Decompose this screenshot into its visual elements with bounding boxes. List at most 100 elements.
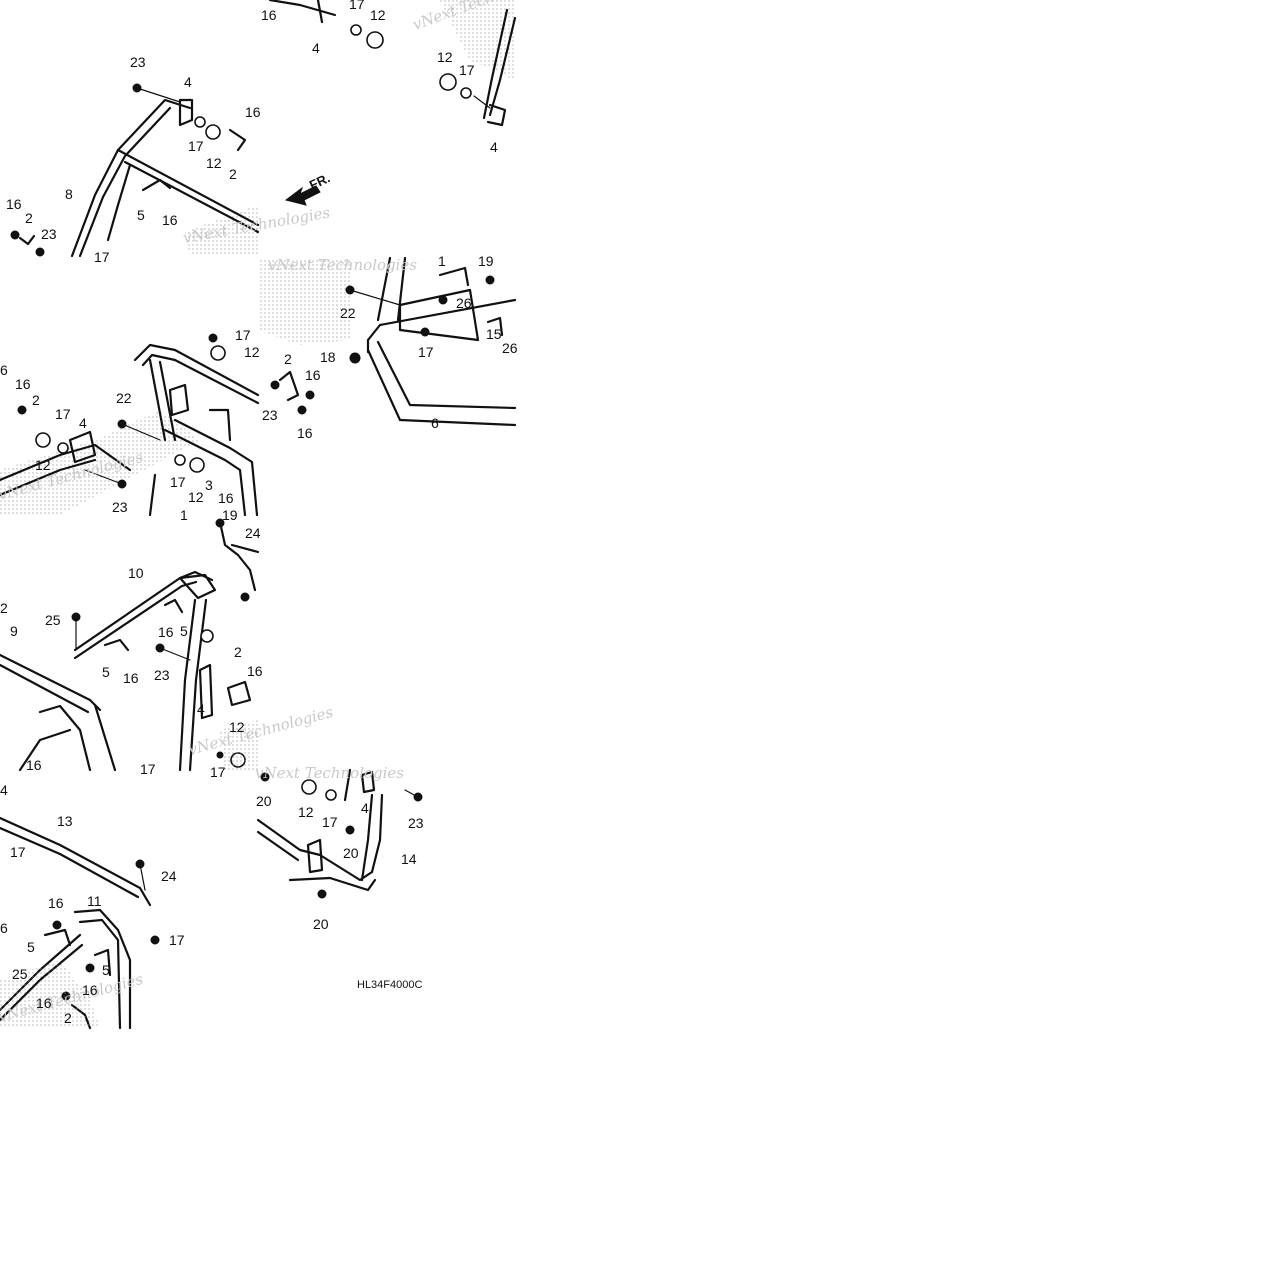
callout: 16 xyxy=(26,757,42,773)
callout: 9 xyxy=(10,623,18,639)
callout: 4 xyxy=(197,701,205,717)
callout: 20 xyxy=(256,793,272,809)
tile-middle-left: vNext Technologies 17 12 6 16 2 17 4 22 … xyxy=(0,327,260,523)
watermark-tile4: vNext Technologies xyxy=(186,703,335,759)
callouts-tile-2: 1 19 22 26 15 17 26 18 2 16 23 16 6 xyxy=(262,253,518,441)
callout: 16 xyxy=(245,104,261,120)
callout: 24 xyxy=(245,525,261,541)
callout: 16 xyxy=(15,376,31,392)
callout: 16 xyxy=(123,670,139,686)
callout: 17 xyxy=(235,327,251,343)
callout: 4 xyxy=(79,415,87,431)
callout: 2 xyxy=(0,600,8,616)
callout: 12 xyxy=(35,457,51,473)
callout: 4 xyxy=(312,40,320,56)
callout: 2 xyxy=(229,166,237,182)
diagram-code: HL34F4000C xyxy=(357,979,422,991)
tile-bottom-right: vNext Technologies 20 12 17 4 23 20 14 2… xyxy=(255,764,424,991)
callout: 6 xyxy=(431,415,439,431)
callouts-tile-6: 20 12 17 4 23 20 14 20 xyxy=(256,793,424,932)
callout: 14 xyxy=(401,851,417,867)
callout: 25 xyxy=(45,612,61,628)
callouts-tile-5: 4 13 17 24 17 16 11 6 5 25 16 16 2 5 xyxy=(0,782,185,1026)
callout: 8 xyxy=(65,186,73,202)
callout: 26 xyxy=(456,295,472,311)
callout: 12 xyxy=(370,7,386,23)
callout: 16 xyxy=(158,624,174,640)
callout: 5 xyxy=(27,939,35,955)
callout: 12 xyxy=(437,49,453,65)
callout: 4 xyxy=(184,74,192,90)
callout: 17 xyxy=(322,814,338,830)
callout: 13 xyxy=(57,813,73,829)
callout: 23 xyxy=(130,54,146,70)
callout: 12 xyxy=(298,804,314,820)
callout: 24 xyxy=(161,868,177,884)
callout: 6 xyxy=(0,362,8,378)
callout: 18 xyxy=(320,349,336,365)
callout: 2 xyxy=(32,392,40,408)
callout: 19 xyxy=(222,507,238,523)
callout: 17 xyxy=(55,406,71,422)
callout: 17 xyxy=(188,138,204,154)
callout: 2 xyxy=(25,210,33,226)
callout: 23 xyxy=(262,407,278,423)
callout: 22 xyxy=(116,390,132,406)
callout: 17 xyxy=(10,844,26,860)
callout: 5 xyxy=(102,664,110,680)
callouts-tile-4: 24 10 2 25 16 5 9 5 16 23 2 16 4 12 16 1… xyxy=(0,525,263,780)
callout: 17 xyxy=(418,344,434,360)
callout: 16 xyxy=(48,895,64,911)
direction-label: FR. xyxy=(307,170,332,192)
callout: 16 xyxy=(82,982,98,998)
callout: 16 xyxy=(261,7,277,23)
callout: 6 xyxy=(0,920,8,936)
callout: 1 xyxy=(438,253,446,269)
callout: 3 xyxy=(205,477,213,493)
callout: 2 xyxy=(234,644,242,660)
callout: 16 xyxy=(6,196,22,212)
callout: 17 xyxy=(94,249,110,265)
callouts-tile-3: 17 12 6 16 2 17 4 22 12 17 3 12 16 23 1 … xyxy=(0,327,260,523)
callout: 5 xyxy=(137,207,145,223)
watermark-tile2: vNext Technologies xyxy=(268,256,417,274)
tile-bottom-left: vNext Technologies 4 13 17 24 17 16 11 6… xyxy=(0,782,185,1030)
callout: 5 xyxy=(180,623,188,639)
tile-middle-right: vNext Technologies 1 19 22 26 15 17 26 1… xyxy=(258,253,518,441)
callout: 17 xyxy=(459,62,475,78)
callout: 16 xyxy=(218,490,234,506)
callout: 17 xyxy=(140,761,156,777)
callout: 4 xyxy=(361,800,369,816)
callout: 17 xyxy=(349,0,365,12)
callout: 26 xyxy=(502,340,518,356)
callout: 10 xyxy=(128,565,144,581)
callout: 15 xyxy=(486,326,502,342)
callout: 4 xyxy=(0,782,8,798)
callout: 19 xyxy=(478,253,494,269)
tile-upper-left: FR. vNext Technologies vNext Technologie… xyxy=(6,0,557,265)
callout: 23 xyxy=(41,226,57,242)
callout: 2 xyxy=(64,1010,72,1026)
callout: 12 xyxy=(188,489,204,505)
callout: 20 xyxy=(343,845,359,861)
callout: 12 xyxy=(229,719,245,735)
callout: 23 xyxy=(408,815,424,831)
callout: 25 xyxy=(12,966,28,982)
callout: 16 xyxy=(297,425,313,441)
callout: 20 xyxy=(313,916,329,932)
callout: 23 xyxy=(154,667,170,683)
callout: 16 xyxy=(36,995,52,1011)
tile-lower-middle-left: vNext Technologies 24 10 2 25 16 5 9 5 1… xyxy=(0,518,335,780)
callout: 16 xyxy=(247,663,263,679)
callout: 11 xyxy=(87,893,102,909)
callout: 23 xyxy=(112,499,128,515)
callout: 12 xyxy=(206,155,222,171)
callout: 5 xyxy=(102,962,110,978)
callout: 4 xyxy=(490,139,498,155)
callout: 1 xyxy=(180,507,188,523)
callout: 22 xyxy=(340,305,356,321)
callout: 16 xyxy=(305,367,321,383)
callout: 2 xyxy=(284,351,292,367)
callout: 17 xyxy=(170,474,186,490)
